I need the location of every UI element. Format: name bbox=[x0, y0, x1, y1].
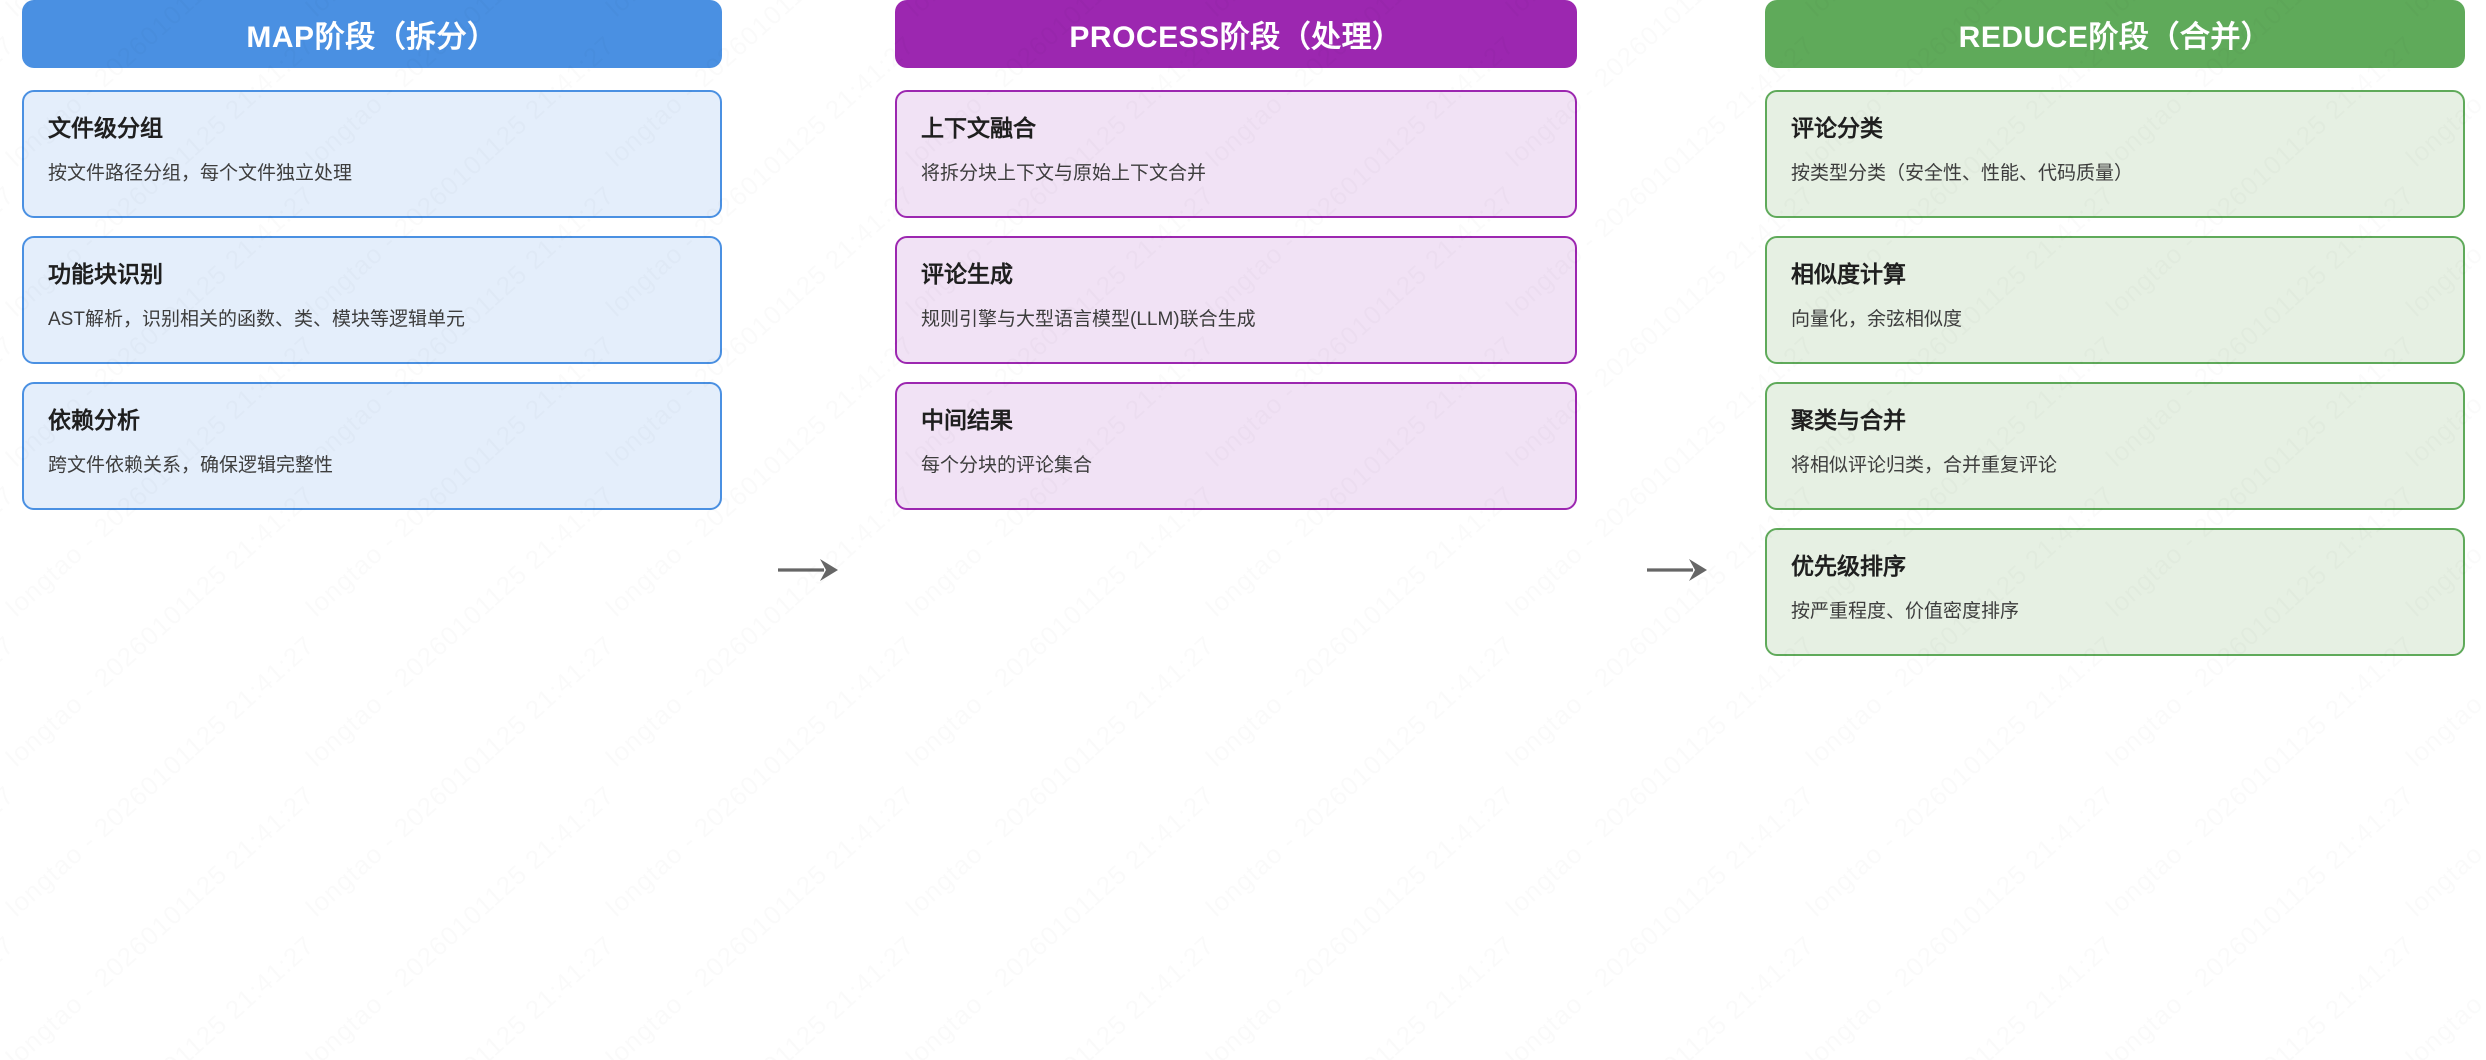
card-description: 将拆分块上下文与原始上下文合并 bbox=[921, 162, 1207, 184]
card-reduce-priority-sorting[interactable]: 优先级排序 按严重程度、价值密度排序 bbox=[1765, 528, 2465, 656]
arrow-right-icon-process-to-reduce bbox=[1645, 553, 1711, 587]
phase-column-reduce: REDUCE阶段（合并） 评论分类 按类型分类（安全性、性能、代码质量） 相似度… bbox=[1765, 0, 2465, 674]
card-title: 中间结果 bbox=[921, 407, 1013, 433]
card-reduce-similarity-computation[interactable]: 相似度计算 向量化，余弦相似度 bbox=[1765, 236, 2465, 364]
card-title: 优先级排序 bbox=[1791, 553, 1906, 579]
card-process-intermediate-result[interactable]: 中间结果 每个分块的评论集合 bbox=[895, 382, 1577, 510]
card-title: 聚类与合并 bbox=[1791, 407, 1906, 433]
card-process-context-fusion[interactable]: 上下文融合 将拆分块上下文与原始上下文合并 bbox=[895, 90, 1577, 218]
phase-header-map: MAP阶段（拆分） bbox=[22, 0, 722, 68]
card-title: 相似度计算 bbox=[1791, 261, 1906, 287]
arrow-right-icon-map-to-process bbox=[776, 553, 842, 587]
card-title: 依赖分析 bbox=[48, 407, 140, 433]
card-map-dependency-analysis[interactable]: 依赖分析 跨文件依赖关系，确保逻辑完整性 bbox=[22, 382, 722, 510]
card-reduce-comment-classification[interactable]: 评论分类 按类型分类（安全性、性能、代码质量） bbox=[1765, 90, 2465, 218]
card-reduce-clustering-merge[interactable]: 聚类与合并 将相似评论归类，合并重复评论 bbox=[1765, 382, 2465, 510]
card-title: 文件级分组 bbox=[48, 115, 163, 141]
card-title: 上下文融合 bbox=[921, 115, 1036, 141]
phase-column-process: PROCESS阶段（处理） 上下文融合 将拆分块上下文与原始上下文合并 评论生成… bbox=[895, 0, 1577, 528]
card-title: 评论分类 bbox=[1791, 115, 1883, 141]
card-title: 评论生成 bbox=[921, 261, 1013, 287]
card-process-comment-generation[interactable]: 评论生成 规则引擎与大型语言模型(LLM)联合生成 bbox=[895, 236, 1577, 364]
phase-header-process: PROCESS阶段（处理） bbox=[895, 0, 1577, 68]
card-description: 规则引擎与大型语言模型(LLM)联合生成 bbox=[921, 308, 1256, 330]
card-description: 按严重程度、价值密度排序 bbox=[1791, 600, 2020, 622]
card-description: 将相似评论归类，合并重复评论 bbox=[1791, 454, 2058, 476]
card-title: 功能块识别 bbox=[48, 261, 163, 287]
card-description: 按类型分类（安全性、性能、代码质量） bbox=[1791, 162, 2134, 184]
card-description: 按文件路径分组，每个文件独立处理 bbox=[48, 162, 353, 184]
phase-column-map: MAP阶段（拆分） 文件级分组 按文件路径分组，每个文件独立处理 功能块识别 A… bbox=[22, 0, 722, 528]
card-description: AST解析，识别相关的函数、类、模块等逻辑单元 bbox=[48, 308, 465, 330]
card-description: 跨文件依赖关系，确保逻辑完整性 bbox=[48, 454, 334, 476]
card-description: 向量化，余弦相似度 bbox=[1791, 308, 1963, 330]
phase-header-reduce: REDUCE阶段（合并） bbox=[1765, 0, 2465, 68]
card-map-file-grouping[interactable]: 文件级分组 按文件路径分组，每个文件独立处理 bbox=[22, 90, 722, 218]
card-description: 每个分块的评论集合 bbox=[921, 454, 1093, 476]
card-map-function-block[interactable]: 功能块识别 AST解析，识别相关的函数、类、模块等逻辑单元 bbox=[22, 236, 722, 364]
